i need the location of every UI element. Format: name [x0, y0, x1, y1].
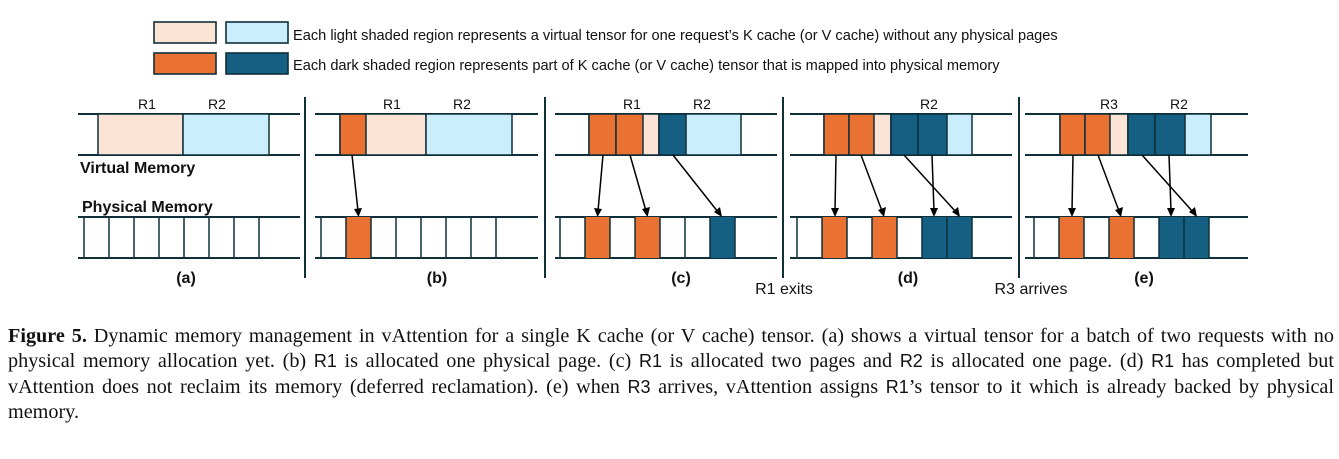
- physical-page-r1: [346, 217, 371, 258]
- physical-page-r2: [922, 217, 947, 258]
- mapped-page-r2: [1154, 113, 1186, 156]
- caption-text: is allocated one page. (d): [922, 350, 1152, 373]
- mapped-page-r2: [1127, 113, 1156, 156]
- mapped-page-r2: [917, 113, 948, 156]
- legend-swatch-r1-dark: [153, 52, 217, 75]
- physical-memory-label: Physical Memory: [82, 199, 213, 216]
- virtual-tensor-r1: [97, 113, 184, 156]
- virtual-tensor-r2: [425, 113, 513, 156]
- physical-page-r1: [635, 217, 660, 258]
- panel-c: R1 R2 (c): [555, 96, 777, 287]
- panel-label-b: (b): [427, 270, 447, 287]
- caption-ref-r1: R1: [313, 351, 337, 372]
- req-label-r3: R3: [1100, 96, 1118, 112]
- mapped-page-r1: [339, 113, 367, 156]
- caption-text: is allocated one physical page. (c): [336, 350, 639, 373]
- mapped-page-r2: [658, 113, 687, 156]
- caption-ref-r1: R1: [1151, 351, 1175, 372]
- panel-d: R2 (d): [790, 96, 1012, 287]
- physical-page-r2: [1184, 217, 1209, 258]
- panel-e: R3 R2 (e): [1025, 96, 1248, 287]
- physical-page-r2: [1159, 217, 1184, 258]
- caption-text: is allocated two pages and: [661, 350, 900, 373]
- req-label-r2: R2: [453, 96, 471, 112]
- caption-ref-r1: R1: [638, 351, 662, 372]
- memory-diagram-figure: Each light shaded region represents a vi…: [78, 21, 1248, 298]
- mapped-page-r1: [823, 113, 850, 156]
- req-label-r2: R2: [693, 96, 711, 112]
- mapping-arrows: [594, 154, 722, 217]
- mapped-page-r3: [1084, 113, 1111, 156]
- req-label-r2: R2: [208, 96, 226, 112]
- caption-ref-r2: R2: [899, 351, 923, 372]
- panel-label-c: (c): [671, 270, 691, 287]
- req-label-r1: R1: [138, 96, 156, 112]
- panel-label-d: (d): [898, 270, 918, 287]
- legend-light-text: Each light shaded region represents a vi…: [293, 28, 1058, 44]
- mapping-arrows: [1068, 154, 1197, 217]
- caption-text: arrives, vAttention assigns: [650, 375, 886, 398]
- mapped-page-r1: [588, 113, 617, 156]
- legend-swatch-r2-light: [225, 21, 289, 44]
- mapped-page-r1: [615, 113, 644, 156]
- physical-page-r3: [1059, 217, 1084, 258]
- caption-text: ’s tensor to it which is already backed …: [8, 375, 1334, 424]
- mapped-page-r2: [890, 113, 919, 156]
- panel-separators: [304, 97, 1020, 278]
- mapping-arrows: [831, 154, 960, 217]
- physical-page-r2: [710, 217, 735, 258]
- physical-page-r1: [822, 217, 847, 258]
- caption-text: has completed but vAttention does not re…: [8, 350, 1334, 398]
- panel-label-e: (e): [1134, 270, 1154, 287]
- figure-caption: Figure 5. Dynamic memory management in v…: [8, 324, 1334, 426]
- panel-a: R1 R2 (a): [78, 96, 300, 287]
- caption-ref-r1: R1: [885, 376, 909, 397]
- event-r1-exits: R1 exits: [755, 281, 813, 298]
- mapped-page-r1: [848, 113, 875, 156]
- physical-page-r2: [947, 217, 972, 258]
- physical-page-r1: [585, 217, 610, 258]
- legend-swatch-r2-dark: [225, 52, 289, 75]
- physical-page-r1: [872, 217, 897, 258]
- req-label-r2: R2: [1170, 96, 1188, 112]
- caption-ref-r3: R3: [627, 376, 651, 397]
- mapped-page-r3: [1059, 113, 1086, 156]
- caption-text: Dynamic memory management in vAttention …: [8, 325, 1334, 373]
- event-r3-arrives: R3 arrives: [995, 281, 1068, 298]
- panel-b: R1 R2 (b): [315, 96, 538, 287]
- virtual-tensor-r2: [182, 113, 270, 156]
- virtual-memory-label: Virtual Memory: [80, 160, 195, 177]
- mapping-arrows: [351, 154, 362, 217]
- req-label-r1: R1: [383, 96, 401, 112]
- req-label-r2: R2: [920, 96, 938, 112]
- physical-page-r3: [1109, 217, 1134, 258]
- panel-label-a: (a): [176, 270, 196, 287]
- legend: Each light shaded region represents a vi…: [153, 21, 1058, 75]
- figure-number: Figure 5.: [8, 325, 87, 347]
- legend-dark-text: Each dark shaded region represents part …: [293, 58, 1000, 74]
- req-label-r1: R1: [623, 96, 641, 112]
- legend-swatch-r1-light: [153, 21, 217, 44]
